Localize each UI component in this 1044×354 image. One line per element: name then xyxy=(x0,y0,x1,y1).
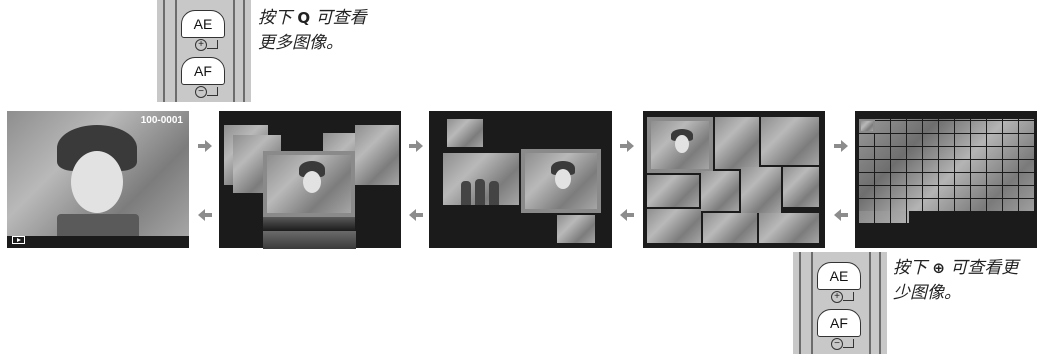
top-caption-line1: 按下 Q 可查看 xyxy=(258,8,367,28)
figure xyxy=(475,179,485,205)
hook-line xyxy=(207,87,218,96)
screen-single-frame: 100-0001 xyxy=(7,111,189,248)
photo xyxy=(759,213,819,243)
hook-line xyxy=(207,40,218,49)
zoom-out-icon: Q xyxy=(297,9,311,27)
zoom-in-icon: ⊕ xyxy=(932,259,945,277)
bottom-caption: 按下 ⊕ 可查看更 少图像。 xyxy=(893,256,1018,306)
panel-rail xyxy=(163,0,165,102)
screen-grid-dense xyxy=(855,111,1037,248)
reflection xyxy=(263,217,355,231)
panel-rail xyxy=(233,0,235,102)
photo xyxy=(701,171,739,211)
photo xyxy=(715,117,759,169)
photo xyxy=(557,215,595,243)
panel-rail xyxy=(243,0,245,102)
reflection xyxy=(263,231,356,249)
face xyxy=(675,135,689,153)
selected-photo xyxy=(263,151,355,217)
screen-stacked xyxy=(219,111,401,248)
panel-rail xyxy=(869,252,871,354)
photo xyxy=(783,167,819,207)
screen-grid-medium xyxy=(643,111,825,248)
panel-rail xyxy=(175,0,177,102)
top-button-panel: AE + AF − xyxy=(157,0,251,102)
panel-rail xyxy=(811,252,813,354)
thumbnail-row-partial xyxy=(859,211,909,223)
arrow-left-icon xyxy=(409,209,423,221)
shoulders xyxy=(57,214,139,236)
ae-button[interactable]: AE xyxy=(181,10,225,38)
selected-photo xyxy=(859,119,875,133)
arrow-left-icon xyxy=(198,209,212,221)
photo xyxy=(355,125,399,185)
screen-scattered xyxy=(429,111,612,248)
photo xyxy=(761,117,819,165)
zoom-in-symbol-icon: + xyxy=(831,291,843,303)
figure xyxy=(461,181,471,205)
arrow-left-icon xyxy=(834,209,848,221)
arrow-right-icon xyxy=(409,140,423,152)
photo xyxy=(447,119,483,147)
arrow-left-icon xyxy=(620,209,634,221)
photo xyxy=(703,213,757,243)
af-button[interactable]: AF xyxy=(817,309,861,337)
top-caption-line2: 更多图像。 xyxy=(258,33,343,53)
face xyxy=(303,171,321,193)
zoom-out-symbol-icon: − xyxy=(831,338,843,350)
photo xyxy=(7,111,189,236)
bottom-button-panel: AE + AF − xyxy=(793,252,887,354)
zoom-out-symbol-icon: − xyxy=(195,86,207,98)
panel-rail xyxy=(799,252,801,354)
selected-photo xyxy=(521,149,601,213)
ae-button[interactable]: AE xyxy=(817,262,861,290)
bottom-caption-line1: 按下 ⊕ 可查看更 xyxy=(893,258,1019,278)
arrow-right-icon xyxy=(620,140,634,152)
face xyxy=(555,169,571,189)
bottom-caption-line2: 少图像。 xyxy=(893,283,961,303)
photo xyxy=(741,167,781,213)
arrow-right-icon xyxy=(834,140,848,152)
af-button[interactable]: AF xyxy=(181,57,225,85)
photo xyxy=(647,209,701,243)
hook-line xyxy=(843,292,854,301)
hook-line xyxy=(843,339,854,348)
zoom-in-symbol-icon: + xyxy=(195,39,207,51)
photo xyxy=(443,153,519,205)
thumbnail-grid xyxy=(859,119,1035,211)
top-caption: 按下 Q 可查看 更多图像。 xyxy=(258,6,367,56)
panel-rail xyxy=(879,252,881,354)
photo xyxy=(647,175,699,207)
face xyxy=(71,151,123,213)
selected-photo xyxy=(647,117,713,173)
status-bar xyxy=(7,236,189,248)
arrow-right-icon xyxy=(198,140,212,152)
frame-number: 100-0001 xyxy=(140,115,183,126)
figure xyxy=(489,181,499,205)
play-icon xyxy=(12,236,25,244)
